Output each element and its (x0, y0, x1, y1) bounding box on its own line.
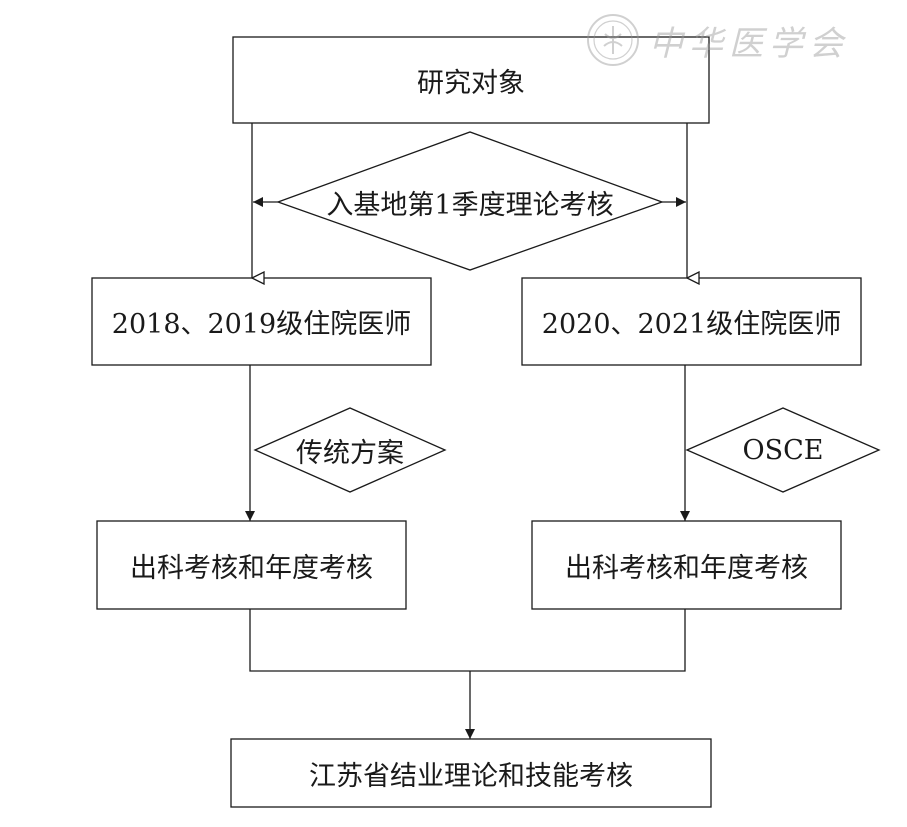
osce-diamond (685, 407, 881, 493)
first-quarter-label: 入基地第1季度理论考核 (326, 189, 614, 221)
seal-icon (587, 14, 639, 66)
subjects-label: 研究对象 (417, 67, 525, 99)
watermark-logo: 中华医学会 (585, 12, 849, 68)
dept-left-label: 出科考核和年度考核 (130, 552, 373, 584)
watermark-text: 中华医学会 (649, 23, 849, 64)
final-box (230, 738, 712, 808)
final-label: 江苏省结业理论和技能考核 (309, 760, 633, 792)
osce-label: OSCE (742, 434, 824, 466)
cohort-2018-2019-box (91, 277, 432, 366)
dept-left-box (96, 520, 407, 610)
dept-right-box (531, 520, 842, 610)
subjects-box (232, 36, 710, 124)
cohort-2020-2021-label: 2020、2021级住院医师 (541, 309, 842, 340)
cohort-2018-2019-label: 2018、2019级住院医师 (111, 309, 412, 340)
merge-line (249, 609, 686, 672)
dept-right-label: 出科考核和年度考核 (565, 552, 808, 584)
traditional-diamond (253, 407, 447, 493)
traditional-label: 传统方案 (296, 437, 404, 469)
